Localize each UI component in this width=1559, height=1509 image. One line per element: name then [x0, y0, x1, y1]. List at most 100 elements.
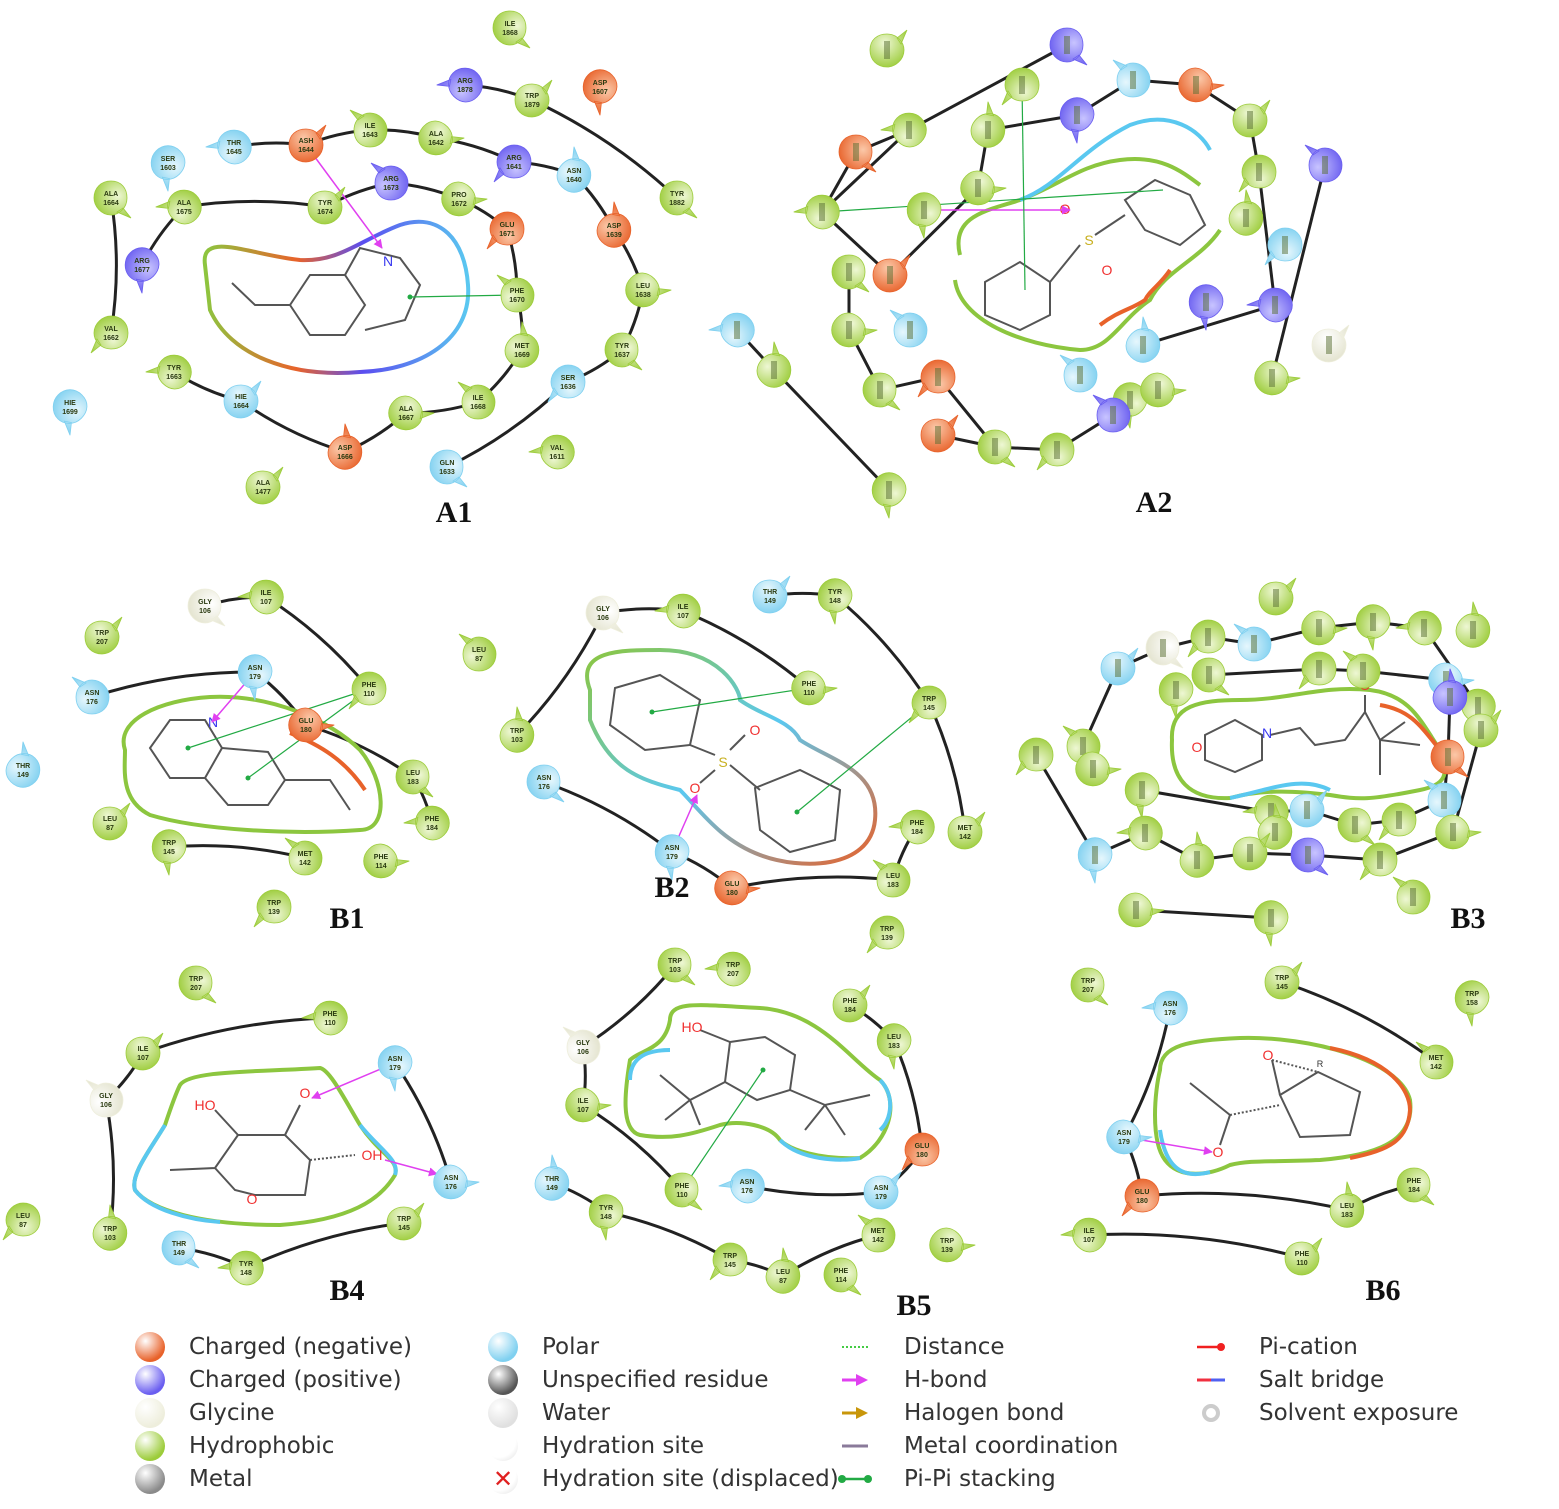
residue-node[interactable] — [1171, 831, 1223, 884]
residue-node[interactable] — [1238, 154, 1277, 193]
residue-node[interactable] — [1049, 27, 1088, 66]
residue-node[interactable] — [1245, 894, 1297, 947]
residue-node[interactable] — [838, 134, 877, 173]
residue-node[interactable] — [1145, 630, 1184, 669]
residue-node[interactable] — [1116, 807, 1169, 859]
residue-node[interactable] — [1347, 598, 1399, 651]
residue-node[interactable] — [954, 162, 1007, 214]
residue-node[interactable] — [898, 186, 950, 239]
residue-node[interactable] — [1150, 666, 1202, 719]
residue-node[interactable] — [831, 254, 870, 293]
residue-node[interactable] — [880, 104, 933, 156]
residue-node[interactable] — [1246, 279, 1299, 331]
residue-node[interactable] — [1342, 650, 1381, 689]
residue-node[interactable] — [863, 466, 915, 519]
residue-node[interactable] — [1337, 807, 1376, 846]
residue-node[interactable] — [1187, 619, 1226, 658]
residue-node[interactable] — [1112, 884, 1165, 936]
residue-node[interactable] — [1233, 623, 1272, 662]
residue-node[interactable] — [1036, 432, 1075, 471]
residue-node[interactable] — [977, 429, 1016, 468]
residue-node[interactable] — [869, 29, 908, 68]
residue-node[interactable] — [862, 372, 901, 411]
residue-node[interactable] — [1051, 91, 1103, 144]
residue-node[interactable] — [1116, 766, 1168, 819]
residue-node[interactable] — [1015, 737, 1054, 776]
residue-node[interactable] — [920, 414, 959, 453]
residue-node[interactable] — [748, 341, 800, 394]
residue-node[interactable] — [708, 304, 761, 356]
residue-node[interactable] — [1298, 651, 1337, 690]
residue-node[interactable] — [1447, 601, 1499, 654]
residue-node[interactable] — [1112, 59, 1151, 98]
residue-node[interactable] — [1059, 354, 1098, 393]
residue-node[interactable] — [793, 186, 846, 238]
residue-node[interactable] — [1092, 394, 1131, 433]
